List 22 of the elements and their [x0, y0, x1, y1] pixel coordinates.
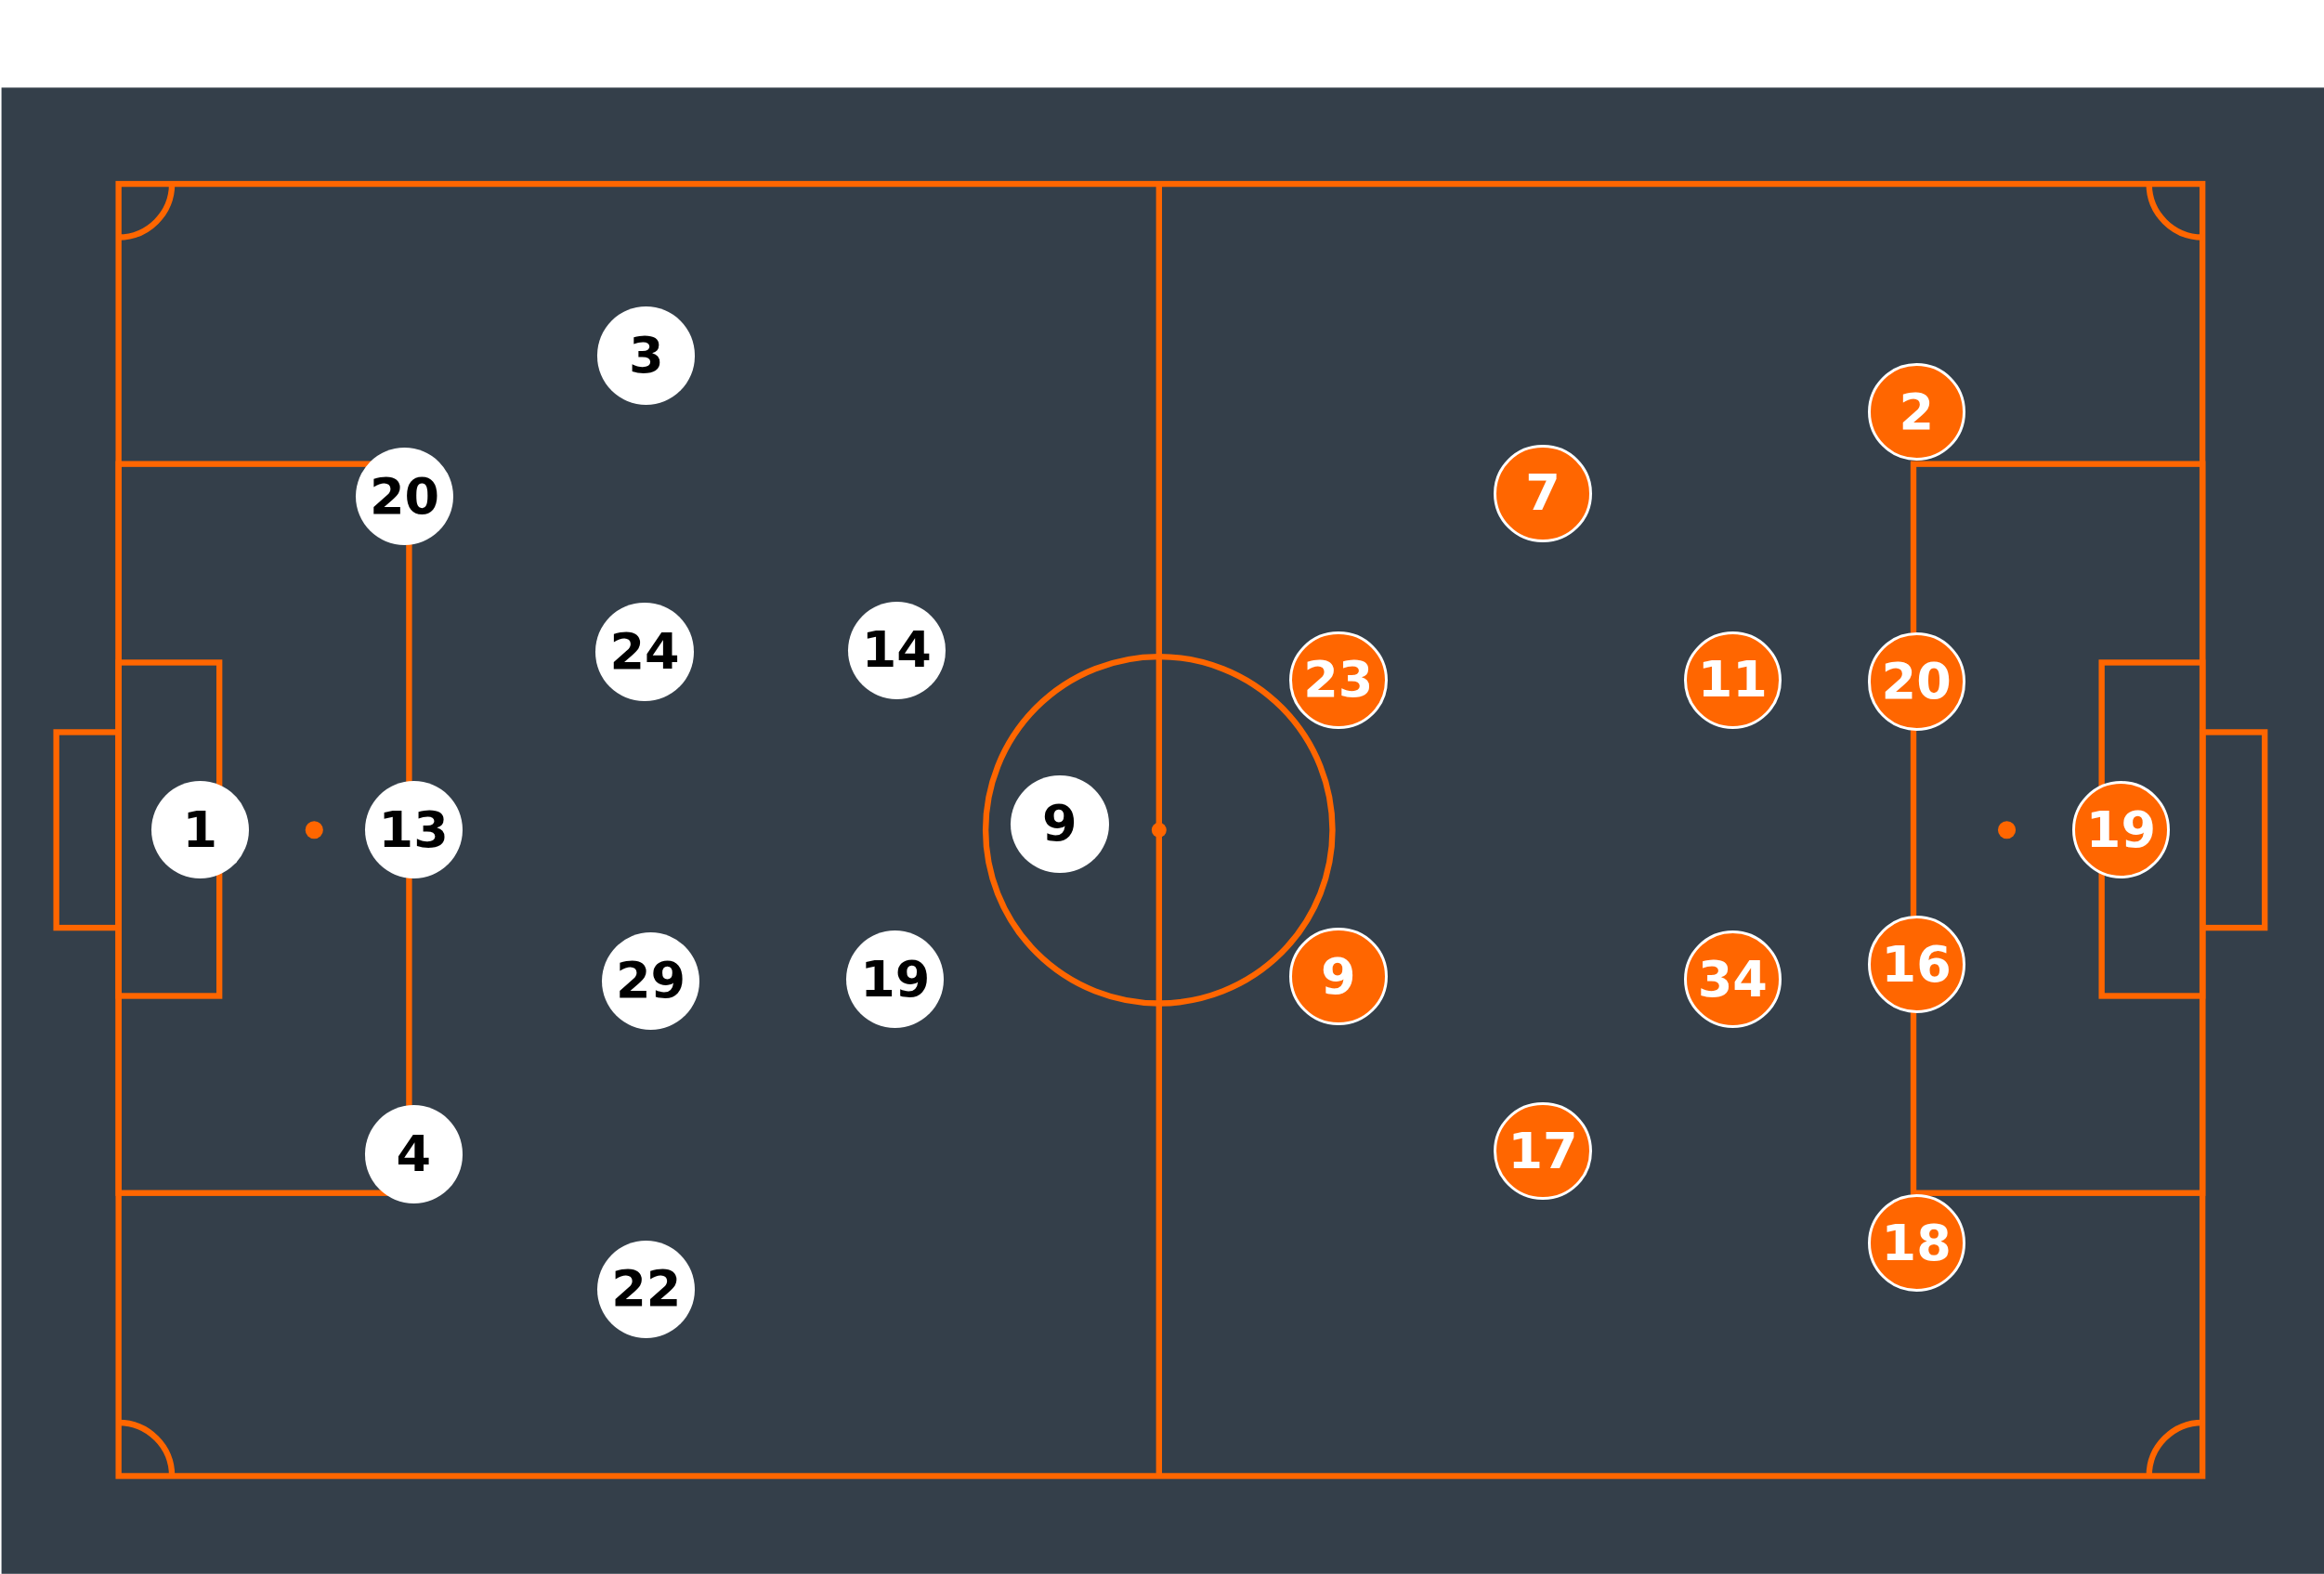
shirt-number: 17 [1508, 1125, 1578, 1177]
shirt-number: 20 [1881, 657, 1952, 707]
shirt-number: 16 [1881, 939, 1952, 990]
shirt-number: 2 [1899, 386, 1934, 437]
shirt-number: 23 [1303, 655, 1374, 706]
shirt-number: 19 [860, 954, 931, 1005]
shirt-number: 7 [1525, 468, 1560, 519]
shirt-number: 24 [609, 627, 680, 678]
shirt-number: 22 [611, 1264, 682, 1315]
shirt-number: 11 [1697, 655, 1768, 706]
shirt-number: 19 [2085, 804, 2156, 855]
shirt-number: 29 [615, 956, 686, 1007]
shirt-number: 4 [396, 1129, 431, 1179]
shirt-number: 13 [378, 804, 449, 855]
shirt-number: 9 [1042, 799, 1077, 850]
shirt-number: 1 [182, 804, 218, 855]
shirt-number: 34 [1697, 954, 1768, 1005]
shirt-number: 20 [370, 471, 440, 522]
shirt-number: 18 [1881, 1217, 1952, 1268]
shirt-number: 3 [628, 330, 664, 381]
shirt-number: 14 [861, 625, 932, 676]
shirt-number: 9 [1321, 951, 1356, 1002]
